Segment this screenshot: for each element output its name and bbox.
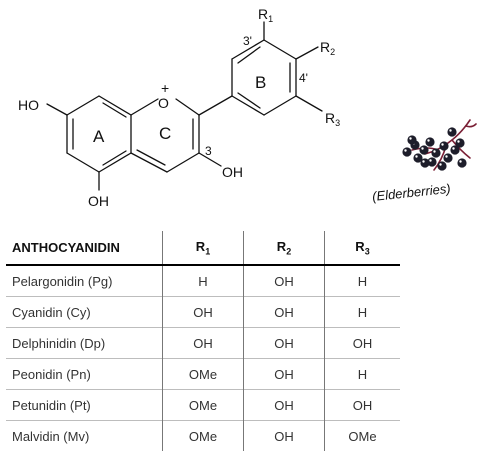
r1-value: OH — [163, 328, 244, 359]
elderberry — [439, 141, 448, 150]
table-row: Peonidin (Pn) OMe OH H — [6, 359, 400, 390]
ho7-bond — [47, 104, 67, 115]
r1-value: H — [163, 265, 244, 297]
elderberry-highlight — [404, 149, 406, 151]
r1-value: OMe — [163, 390, 244, 421]
elderberries-illustration — [402, 120, 476, 171]
r3-value: H — [325, 297, 401, 328]
r2-value: OH — [244, 328, 325, 359]
compound-name: Delphinidin (Dp) — [6, 328, 163, 359]
r2-value: OH — [244, 390, 325, 421]
r2-label: R2 — [320, 39, 335, 57]
elderberry-highlight — [449, 129, 451, 131]
header-anthocyanidin: ANTHOCYANIDIN — [6, 231, 163, 265]
anthocyanidin-structure: O + HO OH OH R1 R2 R3 A C B 3 3' 4' (Eld… — [0, 0, 490, 230]
table-row: Malvidin (Mv) OMe OH OMe — [6, 421, 400, 451]
ring-b-label: B — [255, 73, 266, 92]
compound-name: Petunidin (Pt) — [6, 390, 163, 421]
ring-c-label: C — [159, 124, 171, 143]
r3-value: H — [325, 265, 401, 297]
elderberry — [457, 158, 466, 167]
elderberry-highlight — [433, 150, 435, 152]
r2-value: OH — [244, 421, 325, 451]
r3-value: H — [325, 359, 401, 390]
compound-name: Peonidin (Pn) — [6, 359, 163, 390]
oxygen-charge: + — [161, 80, 169, 96]
elderberry-highlight — [452, 147, 454, 149]
position-3-label: 3 — [205, 144, 212, 158]
elderberry-highlight — [441, 143, 443, 145]
compound-name: Cyanidin (Cy) — [6, 297, 163, 328]
elderberry — [420, 158, 429, 167]
r1-value: OMe — [163, 421, 244, 451]
elderberry-highlight — [459, 160, 461, 162]
elderberry — [443, 153, 452, 162]
anthocyanidin-table: ANTHOCYANIDIN R1 R2 R3 Pelargonidin (Pg)… — [6, 231, 400, 451]
ring-oxygen: O — [158, 95, 169, 111]
elderberry — [455, 138, 464, 147]
oh-3-label: OH — [222, 164, 243, 180]
compound-name: Pelargonidin (Pg) — [6, 265, 163, 297]
elderberry — [402, 147, 411, 156]
elderberry — [447, 127, 456, 136]
r1-label: R1 — [258, 6, 273, 24]
c2-b-bond — [199, 96, 232, 115]
r2-bond — [296, 47, 318, 59]
oh-5-label: OH — [88, 193, 109, 209]
anthocyanidin-table-wrap: ANTHOCYANIDIN R1 R2 R3 Pelargonidin (Pg)… — [6, 231, 400, 451]
r3-value: OH — [325, 390, 401, 421]
elderberry — [419, 145, 428, 154]
elderberries-caption: (Elderberries) — [371, 181, 451, 204]
r3-value: OH — [325, 328, 401, 359]
r2-value: OH — [244, 265, 325, 297]
table-row: Pelargonidin (Pg) H OH H — [6, 265, 400, 297]
r2-value: OH — [244, 359, 325, 390]
elderberry-highlight — [429, 159, 431, 161]
table-row: Delphinidin (Dp) OH OH OH — [6, 328, 400, 359]
position-4prime-label: 4' — [299, 71, 308, 85]
elderberry — [431, 148, 440, 157]
table-row: Cyanidin (Cy) OH OH H — [6, 297, 400, 328]
r3-bond — [296, 96, 322, 111]
elderberry-highlight — [415, 155, 417, 157]
elderberry-highlight — [445, 155, 447, 157]
elderberry — [425, 137, 434, 146]
elderberry — [437, 161, 446, 170]
header-r3: R3 — [325, 231, 401, 265]
r3-label: R3 — [325, 110, 340, 128]
elderberry-highlight — [409, 137, 411, 139]
r1-value: OH — [163, 297, 244, 328]
elderberry-highlight — [422, 160, 424, 162]
elderberry-highlight — [427, 139, 429, 141]
ho-7-label: HO — [18, 97, 39, 113]
compound-name: Malvidin (Mv) — [6, 421, 163, 451]
elderberry-highlight — [421, 147, 423, 149]
r1-value: OMe — [163, 359, 244, 390]
elderberry — [407, 135, 416, 144]
header-r2: R2 — [244, 231, 325, 265]
header-r1: R1 — [163, 231, 244, 265]
ring-a-label: A — [93, 127, 105, 146]
r3-value: OMe — [325, 421, 401, 451]
elderberry-highlight — [439, 163, 441, 165]
table-header-row: ANTHOCYANIDIN R1 R2 R3 — [6, 231, 400, 265]
r2-value: OH — [244, 297, 325, 328]
elderberry-highlight — [457, 140, 459, 142]
position-3prime-label: 3' — [243, 34, 252, 48]
table-row: Petunidin (Pt) OMe OH OH — [6, 390, 400, 421]
